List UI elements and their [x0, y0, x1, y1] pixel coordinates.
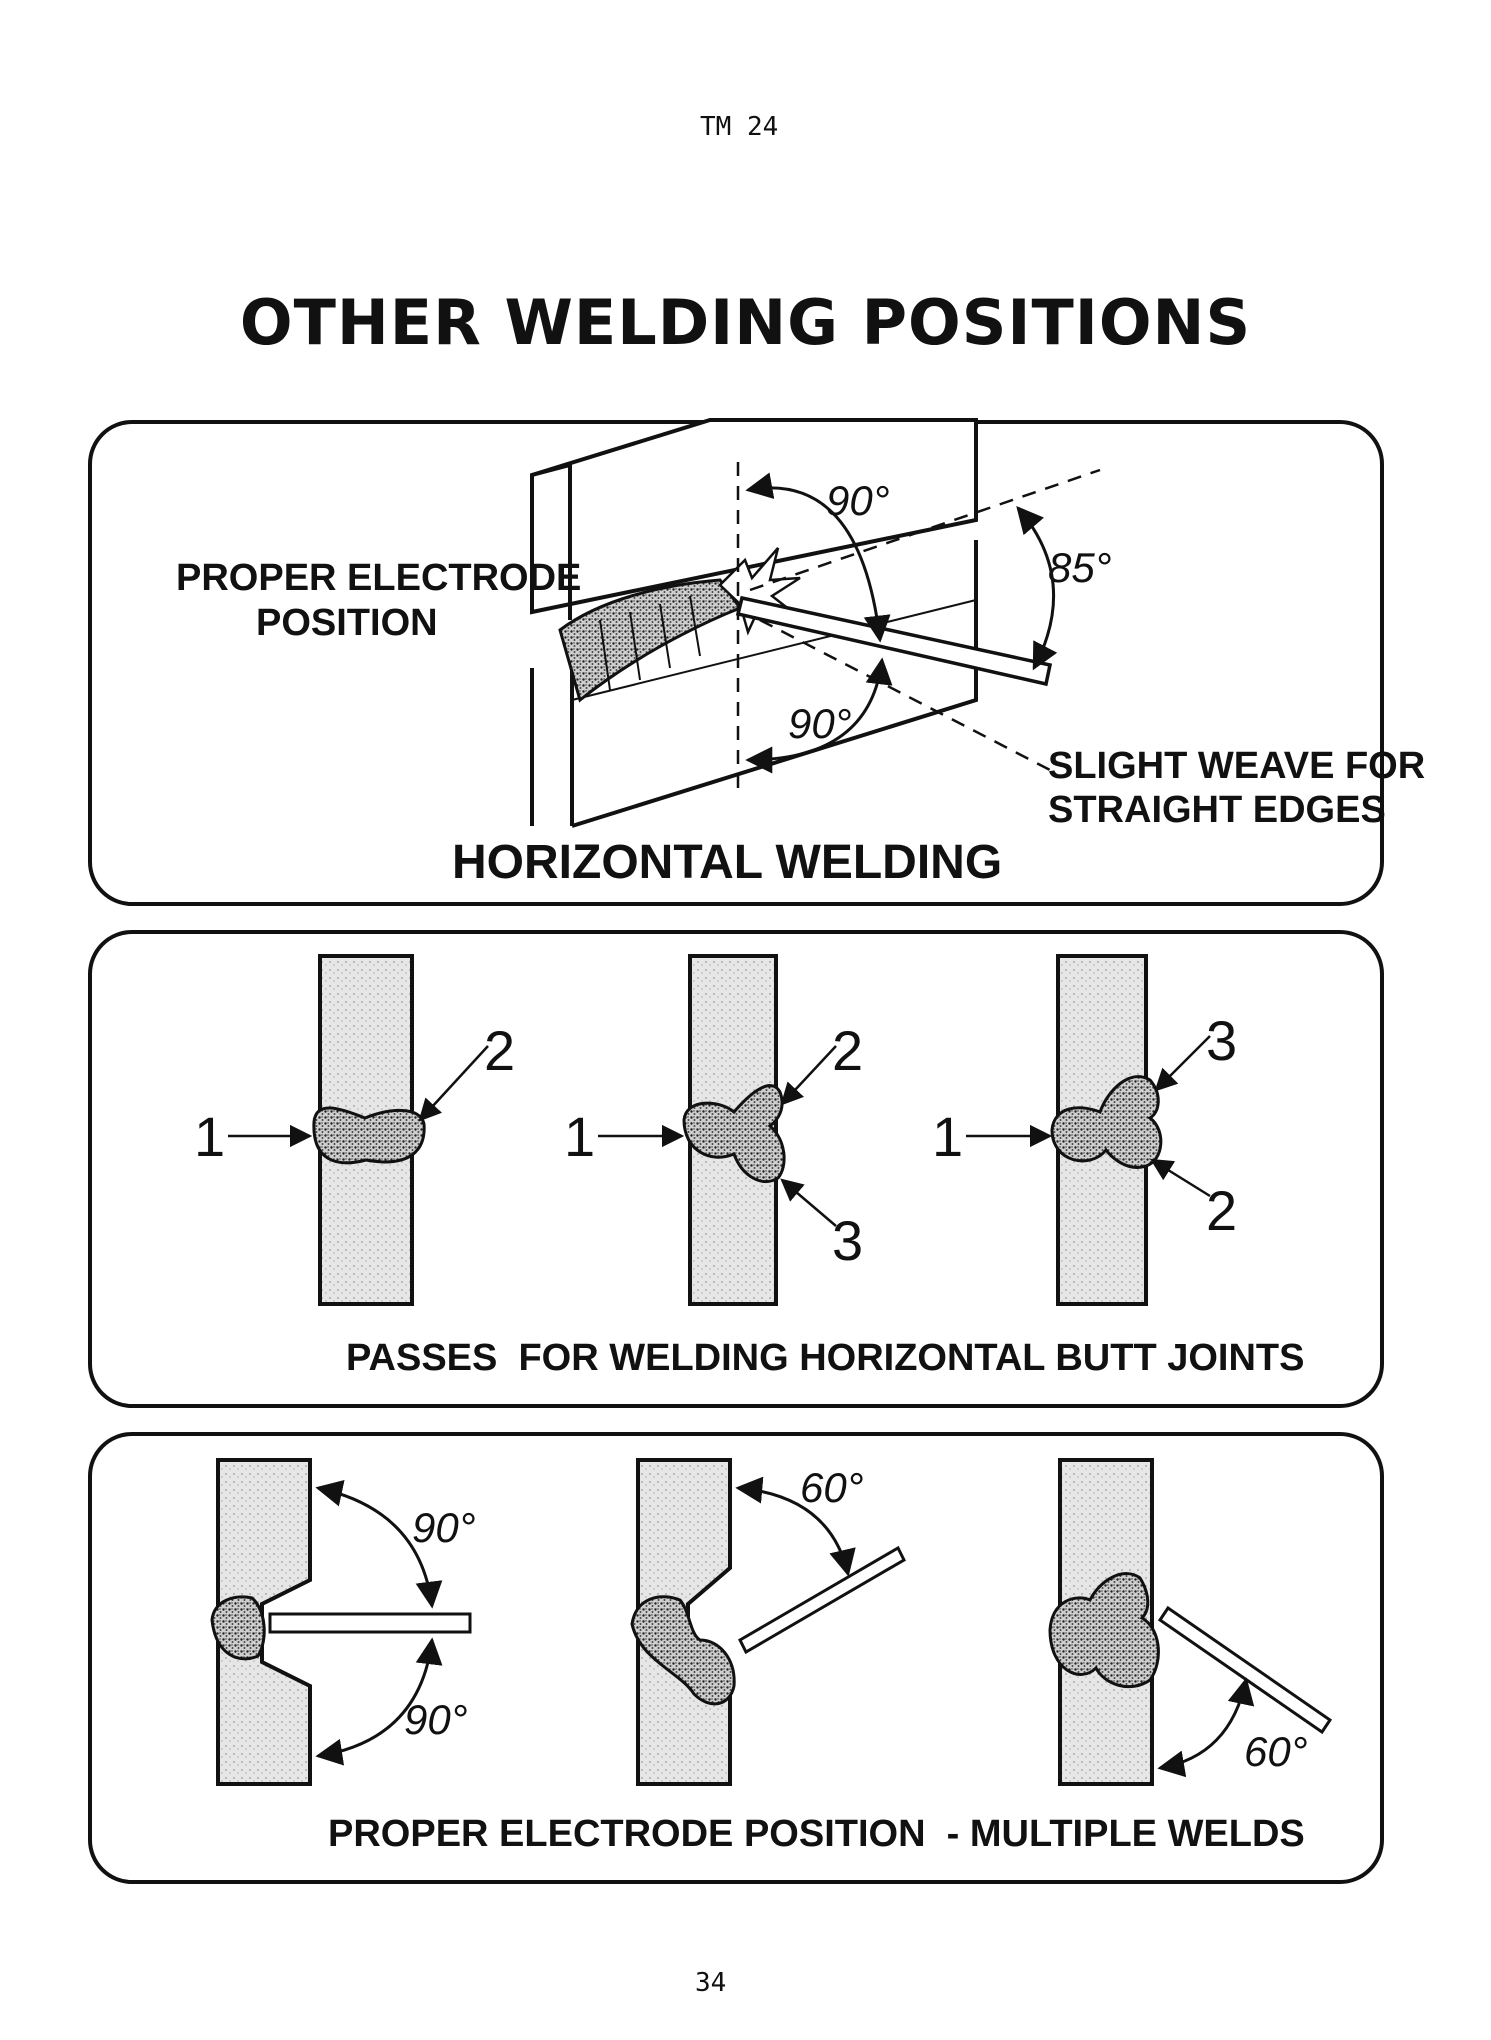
page-number: 34: [695, 1968, 727, 1998]
multiple-welds-arcs: [315, 1476, 1255, 1778]
angle-label: 90°: [404, 1696, 468, 1743]
multiple-welds-figures: [210, 1458, 1333, 1786]
pass-1-label: 1: [932, 1105, 963, 1168]
horizontal-welding-illustration: [530, 418, 1101, 828]
panel-multiple-welds: [88, 1432, 1384, 1884]
electrode-position-label: PROPER ELECTRODE: [176, 557, 581, 599]
pass-2-label: 2: [832, 1019, 863, 1082]
angle-top-label: 90°: [826, 477, 890, 524]
angle-electrode-label: 85°: [1048, 544, 1112, 591]
weave-note: SLIGHT WEAVE FOR: [1048, 745, 1425, 787]
butt-joint-figures: [312, 954, 1163, 1306]
weave-note-line2: STRAIGHT EDGES: [1048, 789, 1386, 831]
multiple-welds-caption: PROPER ELECTRODE POSITION - MULTIPLE WEL…: [328, 1813, 1305, 1855]
document-header: TM 24: [700, 112, 779, 142]
pass-3-label: 3: [832, 1209, 863, 1272]
multiple-welds-labels: 90° 90° 60° 60° PROPER ELECTRODE POSITIO…: [328, 1464, 1308, 1855]
butt-joint-caption: PASSES FOR WELDING HORIZONTAL BUTT JOINT…: [346, 1337, 1304, 1379]
pass-3-label: 3: [1206, 1009, 1237, 1072]
butt-joint-arrows: [228, 1035, 1211, 1227]
horizontal-welding-caption: HORIZONTAL WELDING: [452, 836, 1002, 889]
butt-joint-labels: 1 2 1 2 3 1 3 2 PASSES FOR WELDING HORIZ…: [194, 1009, 1304, 1379]
page-title: OTHER WELDING POSITIONS: [239, 286, 1252, 359]
pass-2-label: 2: [1206, 1179, 1237, 1242]
panel-butt-joint-passes: [88, 930, 1384, 1408]
angle-bottom-label: 90°: [788, 700, 852, 747]
angle-label: 60°: [1244, 1728, 1308, 1775]
pass-1-label: 1: [194, 1105, 225, 1168]
pass-1-label: 1: [564, 1105, 595, 1168]
angle-label: 90°: [412, 1504, 476, 1551]
electrode-position-label-line2: POSITION: [256, 602, 438, 644]
angle-label: 60°: [800, 1464, 864, 1511]
horizontal-welding-labels: PROPER ELECTRODE POSITION 90° 85° 90° SL…: [176, 477, 1425, 889]
pass-2-label: 2: [484, 1019, 515, 1082]
